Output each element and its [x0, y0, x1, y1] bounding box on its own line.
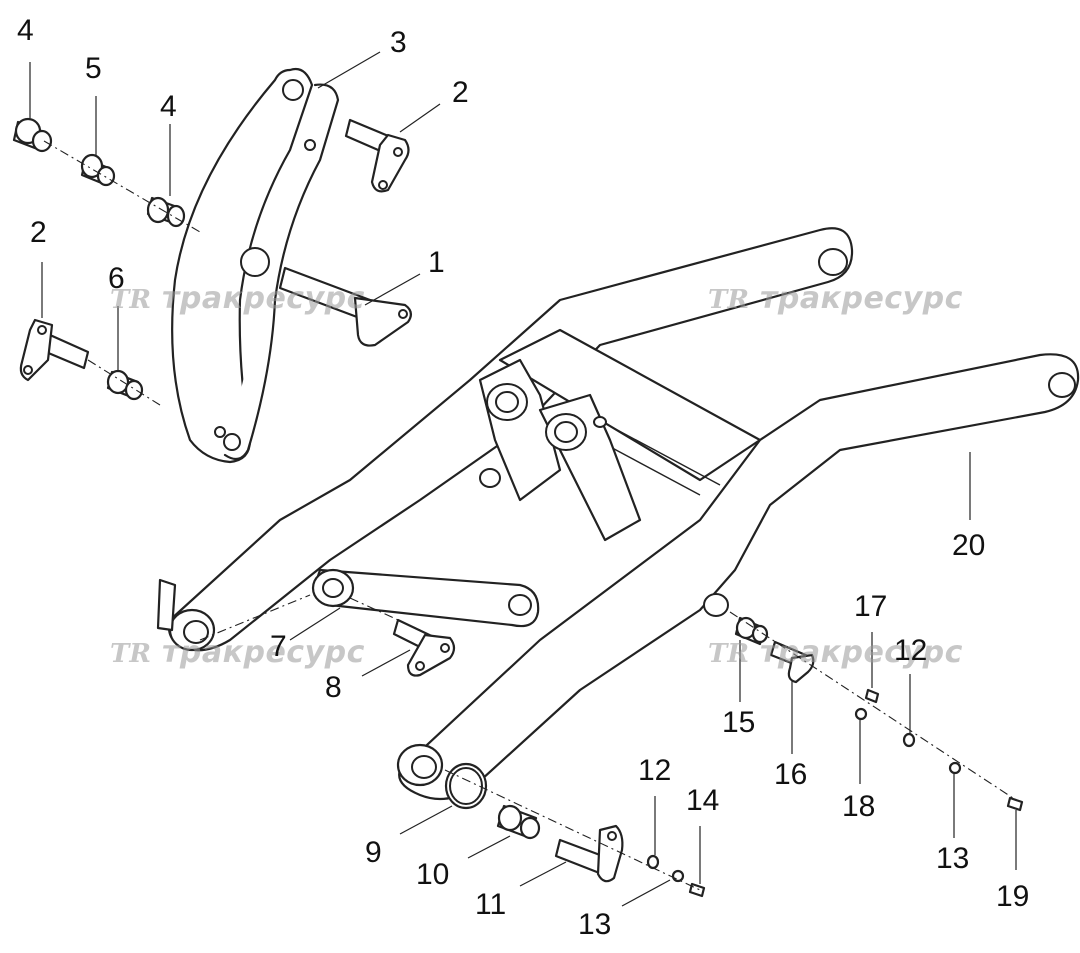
- watermark-text: тракресурс: [760, 281, 963, 316]
- callout-13: 13: [936, 842, 969, 875]
- watermark-logo: TR: [708, 639, 749, 669]
- watermark-text: тракресурс: [760, 635, 963, 670]
- bushing-5: [80, 153, 116, 187]
- watermark-top-left: TR тракресурс: [110, 281, 365, 316]
- watermark-logo: TR: [708, 285, 749, 315]
- callout-18: 18: [842, 790, 875, 823]
- callout-13: 13: [578, 908, 611, 941]
- watermark-logo: TR: [110, 285, 151, 315]
- callout-8: 8: [325, 671, 342, 704]
- bolt-19: [1006, 796, 1024, 812]
- callout-numbers: 4 5 4 3 2 2 6 1 7 8 9 10 11 12 14 13 15 …: [17, 14, 1029, 941]
- leader-lines: [29, 51, 1017, 907]
- pin-2-upper: [344, 118, 410, 193]
- callout-11: 11: [475, 888, 506, 921]
- ring-9: [444, 762, 488, 810]
- fitting-17: [864, 688, 880, 704]
- link-rod: [311, 568, 540, 628]
- watermark-bottom-left: TR тракресурс: [110, 635, 365, 670]
- callout-12: 12: [894, 634, 927, 667]
- nut-13-b: [948, 761, 962, 775]
- callout-2: 2: [452, 76, 469, 109]
- pin-16: [769, 640, 815, 684]
- callout-4: 4: [17, 14, 34, 47]
- pin-11: [554, 824, 624, 883]
- bushing-6: [106, 369, 144, 401]
- watermark-logo: TR: [110, 639, 151, 669]
- callout-4: 4: [160, 90, 177, 123]
- pin-1: [278, 266, 412, 347]
- callout-2: 2: [30, 216, 47, 249]
- bushing-4-left: [12, 117, 53, 153]
- bushing-15: [734, 616, 769, 646]
- callout-12: 12: [638, 754, 671, 787]
- watermark-text: тракресурс: [162, 281, 365, 316]
- watermark-text: тракресурс: [162, 635, 365, 670]
- nut-13-a: [671, 869, 685, 883]
- watermark-bottom-right: TR тракресурс: [708, 635, 963, 670]
- center-axes: [43, 140, 1017, 891]
- pin-8: [392, 618, 456, 677]
- bushing-10: [496, 804, 541, 840]
- callout-15: 15: [722, 706, 755, 739]
- callout-6: 6: [108, 262, 125, 295]
- washer-12-a: [646, 854, 660, 870]
- callout-16: 16: [774, 758, 807, 791]
- callout-5: 5: [85, 52, 102, 85]
- callout-9: 9: [365, 836, 382, 869]
- watermark-top-right: TR тракресурс: [708, 281, 963, 316]
- washer-18: [854, 707, 868, 721]
- callout-19: 19: [996, 880, 1029, 913]
- washer-12-b: [902, 732, 916, 748]
- callout-3: 3: [390, 26, 407, 59]
- callout-14: 14: [686, 784, 719, 817]
- bellcrank-lever: [171, 67, 340, 464]
- callout-1: 1: [428, 246, 445, 279]
- callout-7: 7: [270, 630, 287, 663]
- callout-20: 20: [952, 529, 985, 562]
- callout-10: 10: [416, 858, 449, 891]
- boom-frame: [156, 227, 1080, 801]
- pin-2-left: [19, 318, 90, 382]
- callout-17: 17: [854, 590, 887, 623]
